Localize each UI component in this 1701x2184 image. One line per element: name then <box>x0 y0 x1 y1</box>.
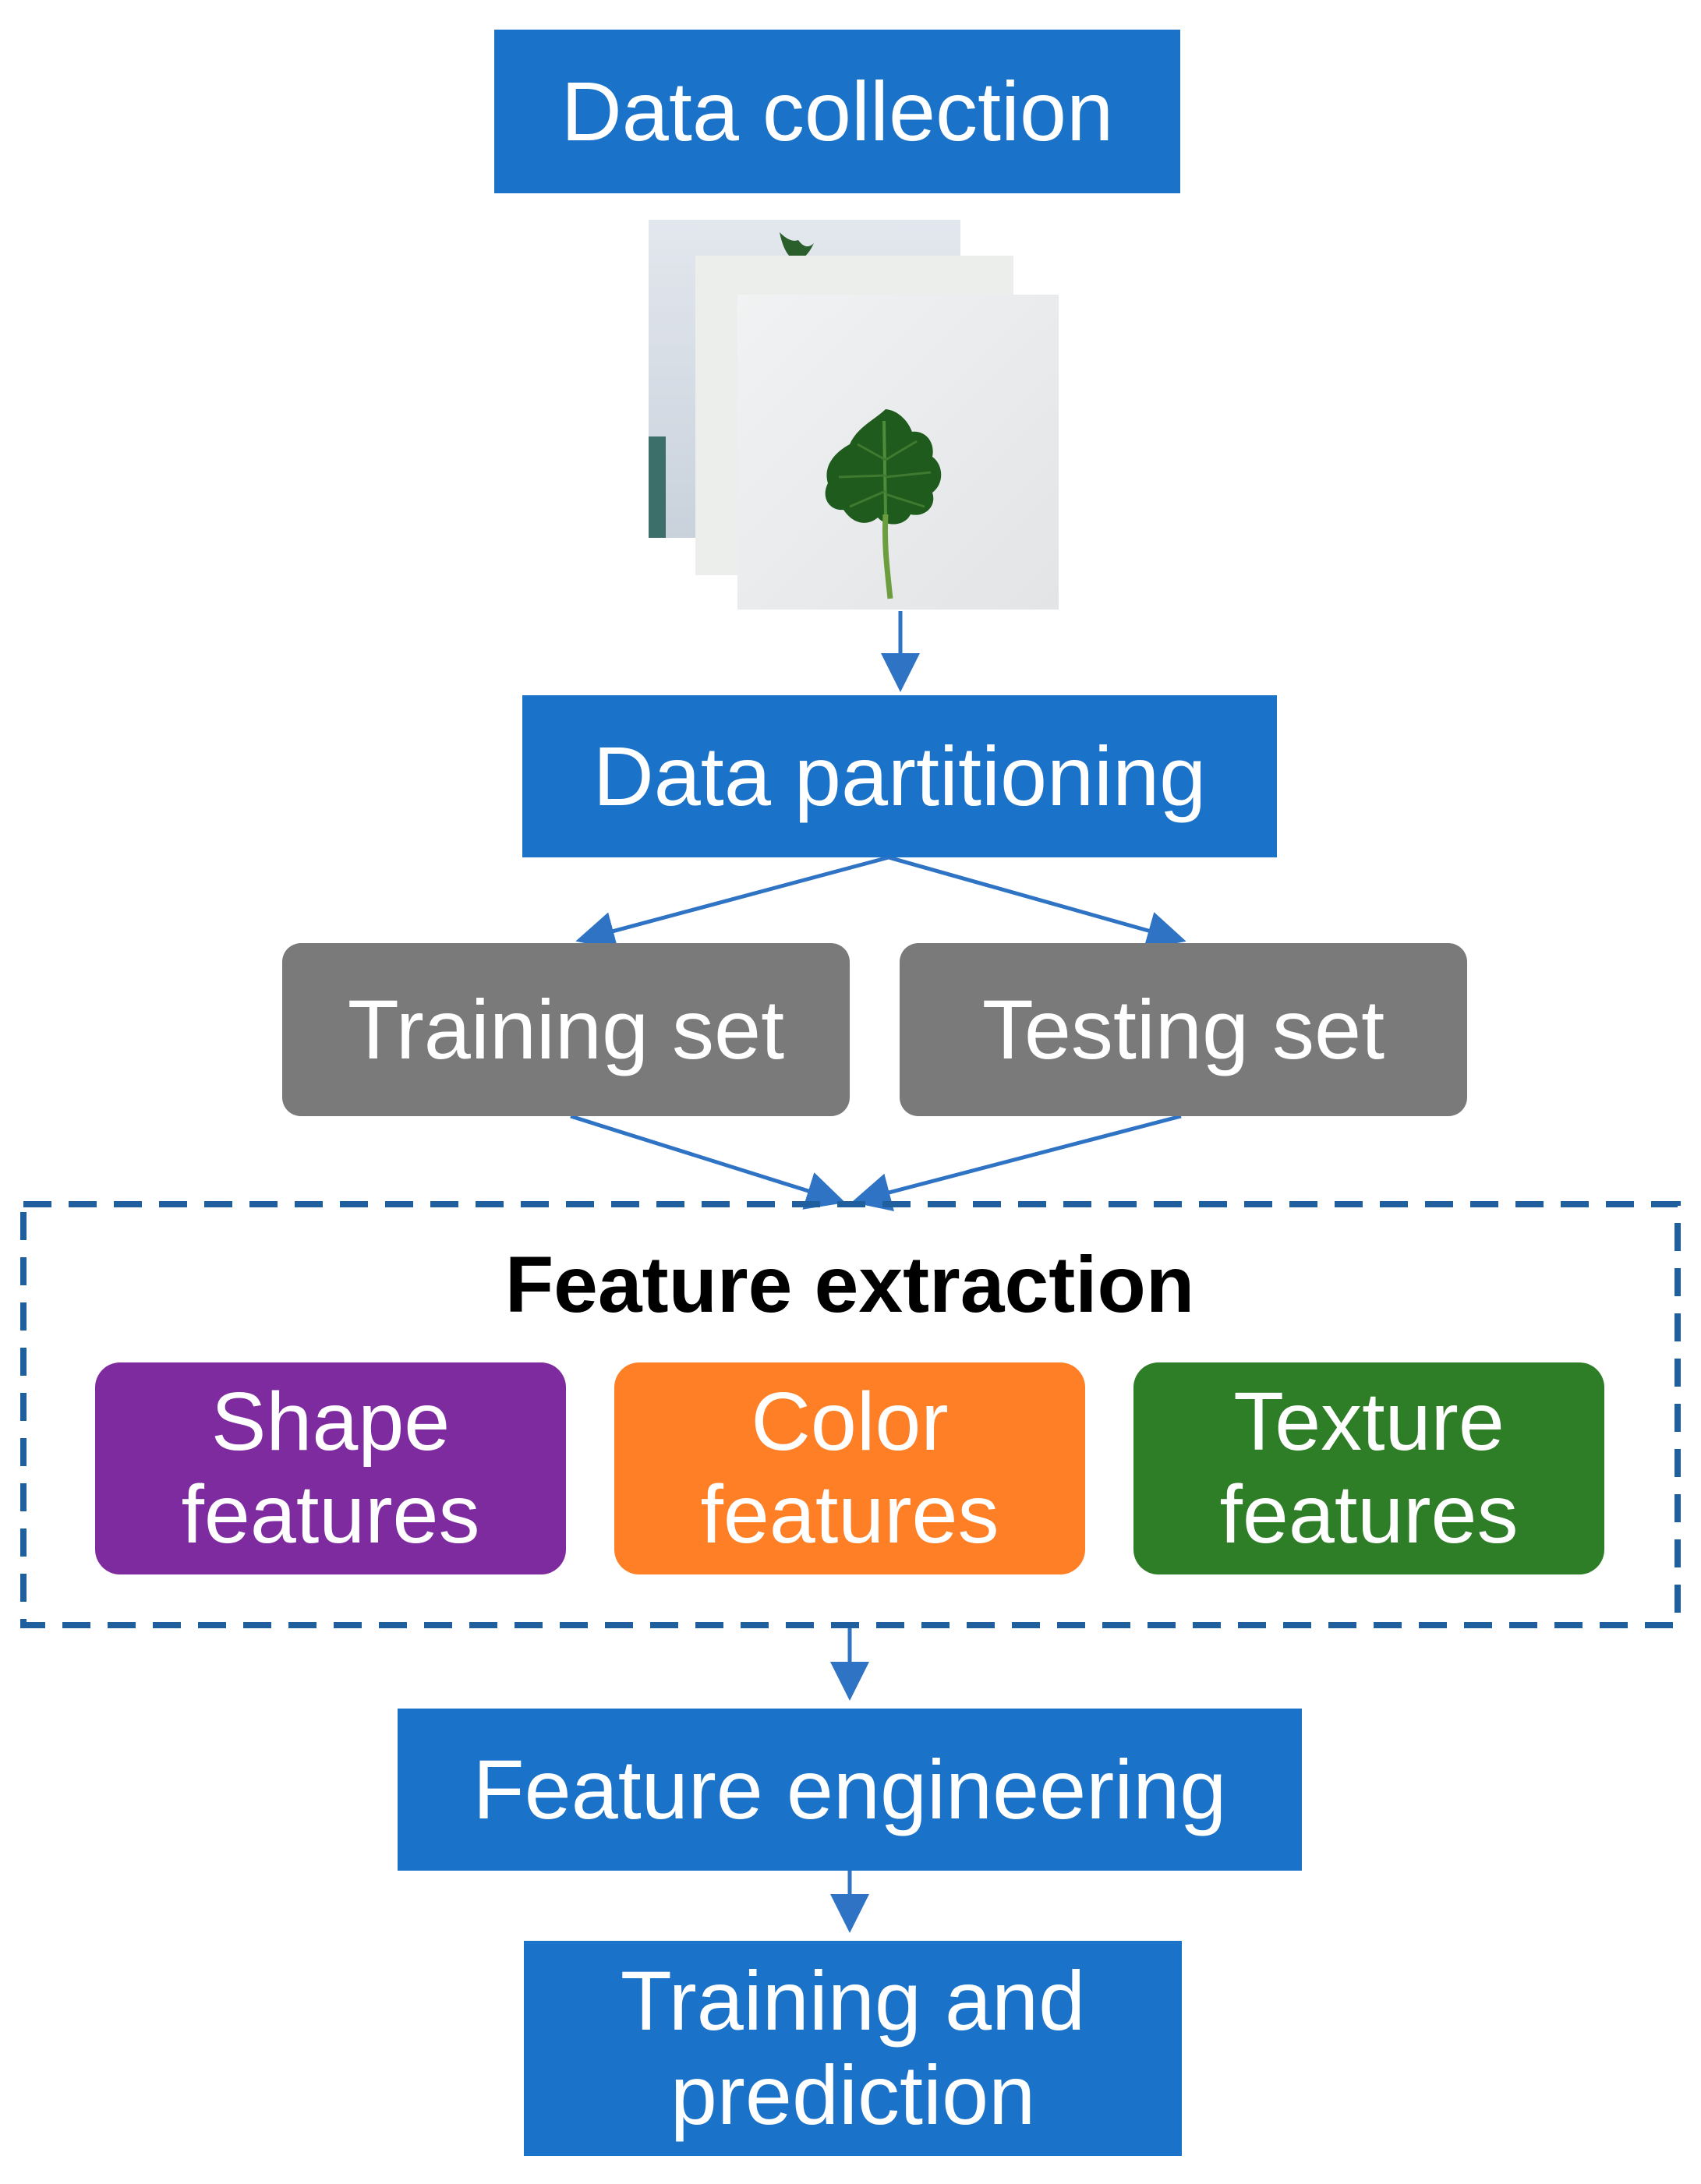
training-prediction-box: Training and prediction <box>524 1941 1182 2156</box>
arrow-to-testing-set <box>888 855 1186 950</box>
training-prediction-label: Training and prediction <box>620 1953 1086 2142</box>
texture-features-label: Texture features <box>1219 1376 1519 1560</box>
training-set-label: Training set <box>347 981 785 1076</box>
training-set-box: Training set <box>282 943 850 1116</box>
arrow-training-to-extraction <box>570 1114 846 1210</box>
data-collection-box: Data collection <box>494 30 1180 193</box>
color-features-box: Color features <box>614 1362 1085 1574</box>
arrow-testing-to-extraction <box>851 1114 1182 1212</box>
leaf-image-stack <box>649 220 1059 610</box>
color-features-label: Color features <box>700 1376 999 1560</box>
data-partitioning-box: Data partitioning <box>522 695 1277 857</box>
leaf-photo-front <box>737 295 1059 610</box>
feature-extraction-label: Feature extraction <box>504 1240 1195 1329</box>
leaf-icon <box>825 409 942 599</box>
texture-features-box: Texture features <box>1133 1362 1604 1574</box>
feature-extraction-title: Feature extraction <box>312 1239 1388 1331</box>
feature-engineering-label: Feature engineering <box>472 1741 1227 1836</box>
shape-features-box: Shape features <box>95 1362 566 1574</box>
testing-set-box: Testing set <box>900 943 1467 1116</box>
arrow-to-training-set <box>575 855 889 950</box>
testing-set-label: Testing set <box>981 981 1385 1076</box>
feature-engineering-box: Feature engineering <box>398 1709 1302 1871</box>
data-partitioning-label: Data partitioning <box>592 728 1207 823</box>
shape-features-label: Shape features <box>181 1376 480 1560</box>
feature-extraction-frame <box>20 1201 1681 1628</box>
data-collection-label: Data collection <box>561 63 1114 158</box>
